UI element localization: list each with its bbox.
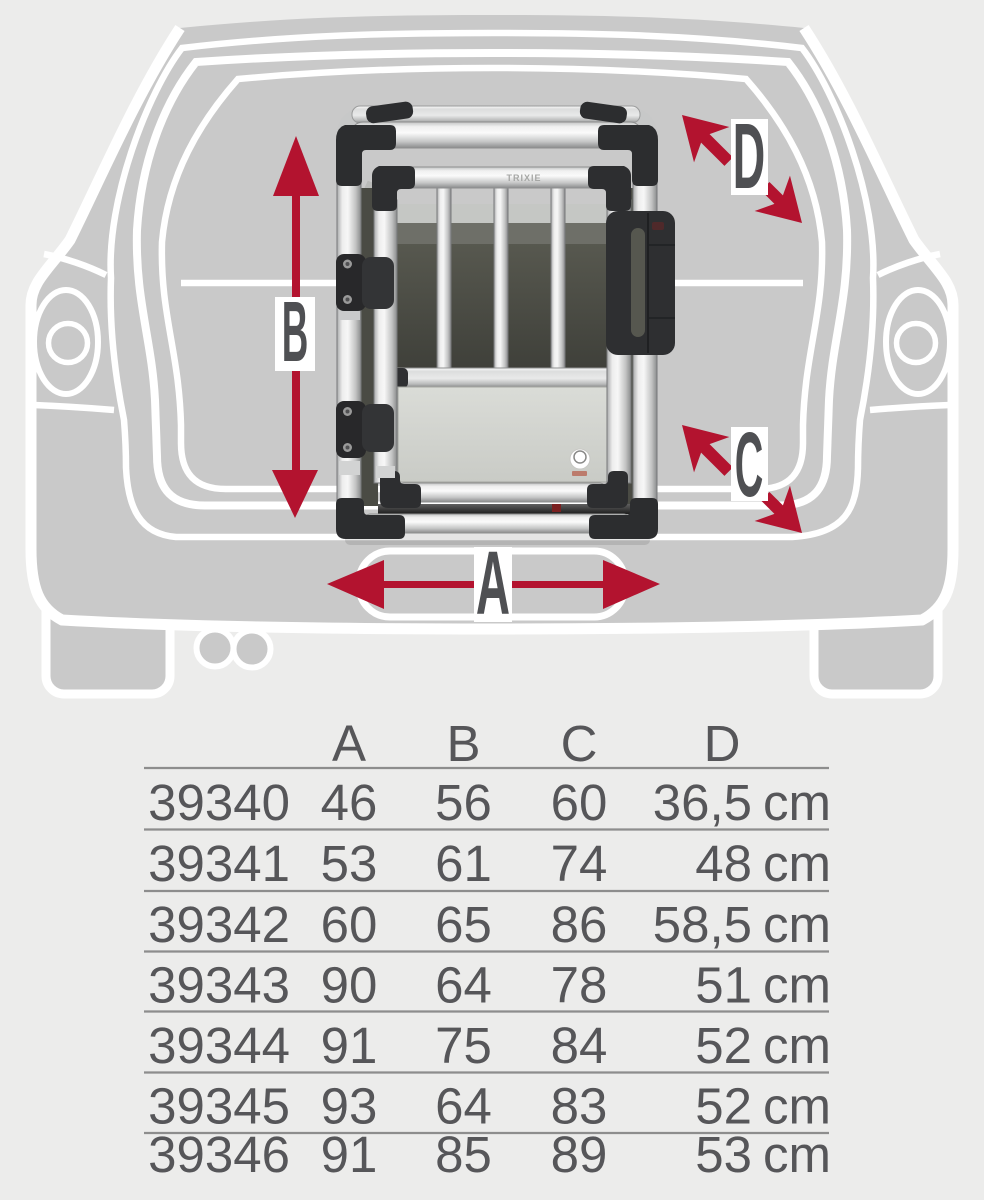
svg-text:85: 85	[435, 1126, 492, 1183]
svg-text:39342: 39342	[148, 896, 290, 953]
svg-text:39344: 39344	[148, 1017, 290, 1074]
svg-text:46: 46	[321, 774, 378, 831]
svg-text:65: 65	[435, 896, 492, 953]
svg-text:53: 53	[695, 1126, 752, 1183]
svg-text:TRIXIE: TRIXIE	[506, 173, 541, 183]
svg-text:C: C	[561, 715, 598, 772]
svg-text:75: 75	[435, 1017, 492, 1074]
svg-text:64: 64	[435, 1078, 492, 1135]
svg-text:83: 83	[551, 1078, 608, 1135]
svg-text:cm: cm	[763, 1078, 831, 1135]
svg-text:cm: cm	[763, 896, 831, 953]
svg-text:60: 60	[551, 774, 608, 831]
svg-text:91: 91	[321, 1017, 378, 1074]
svg-text:A: A	[476, 534, 510, 634]
svg-text:cm: cm	[763, 1017, 831, 1074]
svg-text:39341: 39341	[148, 835, 290, 892]
svg-text:86: 86	[551, 896, 608, 953]
svg-text:89: 89	[551, 1126, 608, 1183]
svg-text:74: 74	[551, 835, 608, 892]
svg-text:D: D	[704, 715, 741, 772]
svg-text:78: 78	[551, 957, 608, 1014]
svg-text:56: 56	[435, 774, 492, 831]
svg-text:cm: cm	[763, 957, 831, 1014]
svg-text:52: 52	[695, 1017, 752, 1074]
svg-text:48: 48	[695, 835, 752, 892]
svg-text:93: 93	[321, 1078, 378, 1135]
svg-text:B: B	[282, 283, 309, 379]
svg-text:51: 51	[695, 957, 752, 1014]
svg-text:B: B	[446, 715, 480, 772]
svg-text:C: C	[735, 413, 764, 516]
svg-text:cm: cm	[763, 835, 831, 892]
svg-text:61: 61	[435, 835, 492, 892]
svg-text:39345: 39345	[148, 1078, 290, 1135]
svg-text:60: 60	[321, 896, 378, 953]
svg-text:39340: 39340	[148, 774, 290, 831]
svg-text:52: 52	[695, 1078, 752, 1135]
svg-text:64: 64	[435, 957, 492, 1014]
svg-text:36,5: 36,5	[653, 774, 752, 831]
svg-text:D: D	[733, 105, 765, 208]
svg-text:84: 84	[551, 1017, 608, 1074]
svg-text:39346: 39346	[148, 1126, 290, 1183]
svg-text:53: 53	[321, 835, 378, 892]
svg-text:91: 91	[321, 1126, 378, 1183]
svg-text:58,5: 58,5	[653, 896, 752, 953]
svg-text:cm: cm	[763, 774, 831, 831]
svg-text:A: A	[332, 715, 366, 772]
svg-text:39343: 39343	[148, 957, 290, 1014]
svg-text:90: 90	[321, 957, 378, 1014]
svg-text:cm: cm	[763, 1126, 831, 1183]
